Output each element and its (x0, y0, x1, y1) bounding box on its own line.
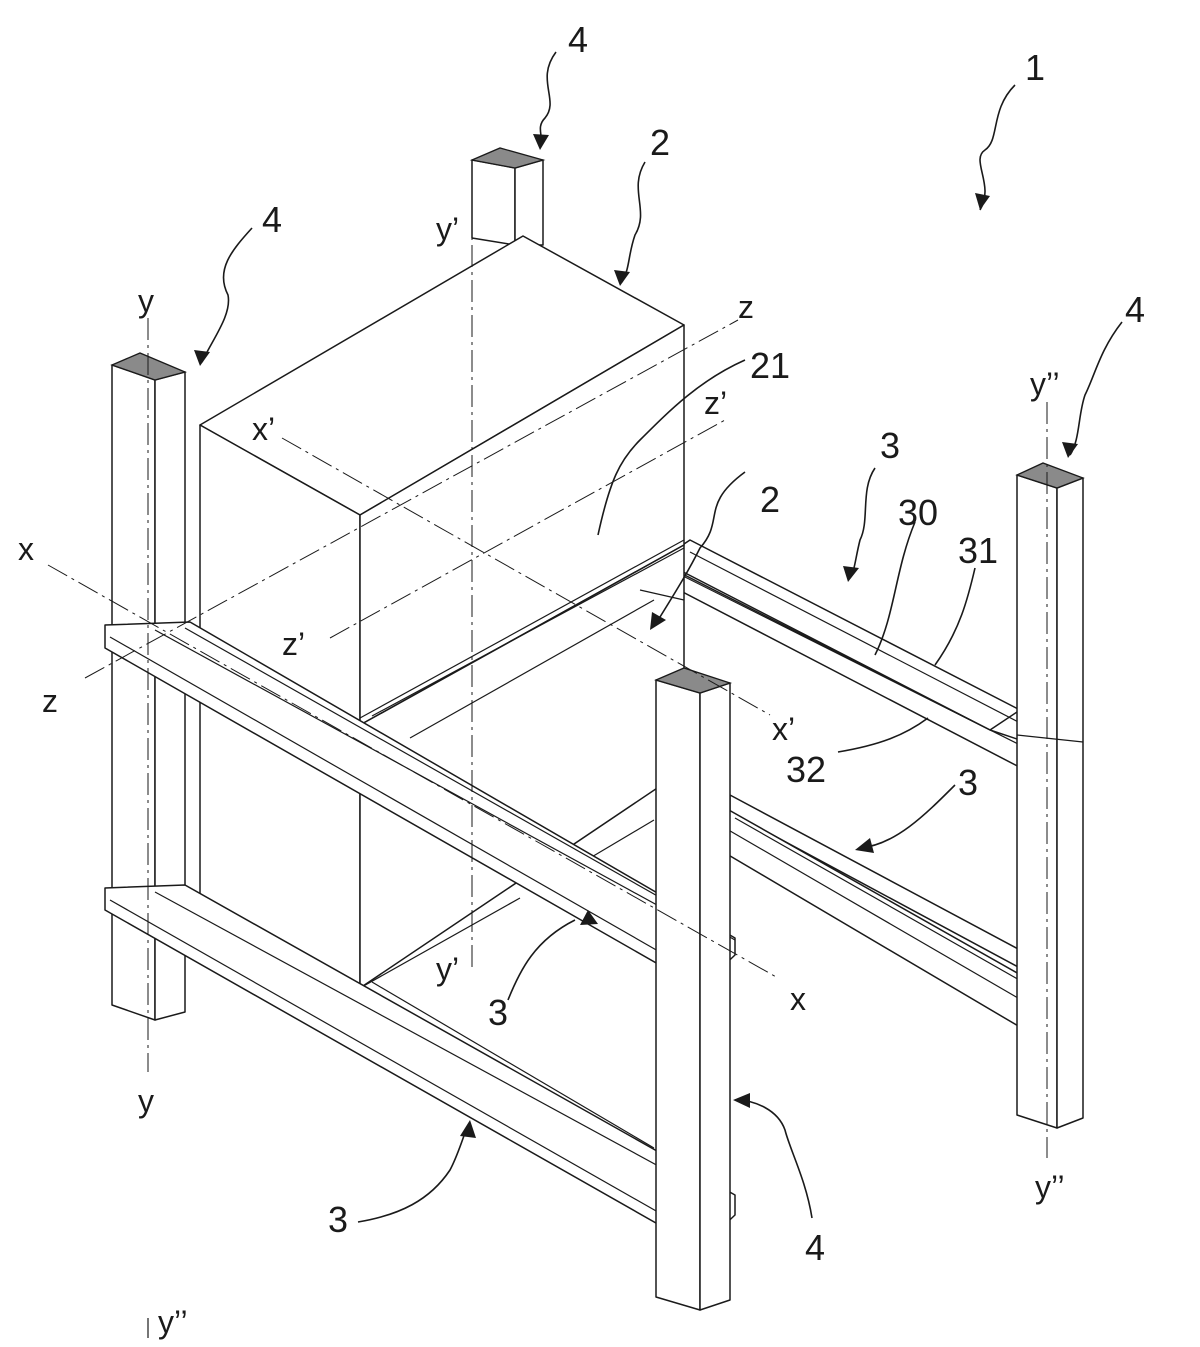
post-front (656, 668, 730, 1310)
label-box-face: 21 (750, 345, 790, 386)
label-post-front: 4 (805, 1227, 825, 1268)
axis-label-x-prime-left: x’ (252, 411, 275, 447)
label-box-top: 2 (650, 122, 670, 163)
axis-label-z-left: z (42, 683, 58, 719)
label-post-back: 4 (568, 19, 588, 60)
label-post-right: 4 (1125, 289, 1145, 330)
label-beam-front-lower: 3 (328, 1199, 348, 1240)
axis-label-x-left: x (18, 531, 34, 567)
axis-label-y-top: y (138, 283, 154, 319)
axis-label-y-dbl-corner: y’’ (158, 1304, 188, 1340)
axis-label-y-dbl-bottom: y’’ (1035, 1169, 1065, 1205)
label-box-lower: 2 (760, 479, 780, 520)
label-part-31: 31 (958, 530, 998, 571)
axis-label-x-prime-right: x’ (772, 711, 795, 747)
label-part-32: 32 (786, 749, 826, 790)
axis-label-y-prime-top: y’ (436, 211, 459, 247)
post-back (472, 148, 543, 245)
axis-label-z-prime-top: z’ (704, 385, 727, 421)
label-beam-right-upper: 3 (880, 425, 900, 466)
axis-label-z-prime-left: z’ (282, 626, 305, 662)
axis-label-x-right: x (790, 981, 806, 1017)
axis-label-z-top: z (738, 289, 754, 325)
label-beam-front-upper: 3 (488, 992, 508, 1033)
axis-label-y-bottom: y (138, 1083, 154, 1119)
label-part-30: 30 (898, 492, 938, 533)
axis-label-y-dbl-top: y’’ (1030, 366, 1060, 402)
label-beam-right-lower: 3 (958, 762, 978, 803)
label-post-left: 4 (262, 199, 282, 240)
beam-right-lower (720, 795, 1035, 1030)
post-right (1017, 463, 1083, 1128)
label-assembly: 1 (1025, 47, 1045, 88)
axis-label-y-prime-bottom: y’ (436, 951, 459, 987)
